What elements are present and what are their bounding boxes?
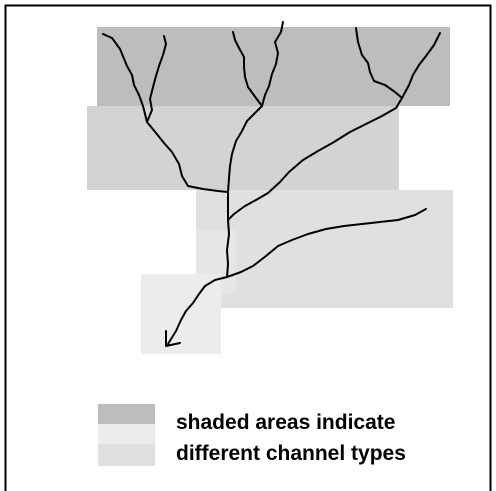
legend-text-line-1: shaded areas indicate [176,411,396,434]
legend-swatch-medium [98,444,155,466]
zone-lower-channel [141,274,221,354]
stream-trunk [226,191,230,278]
stream-network [102,21,441,347]
arrowhead-icon [165,330,181,347]
stream-tributary [355,27,403,99]
stream-main-upper [146,121,229,193]
zone-upper-channel [87,106,399,190]
stream-tributary [226,208,427,278]
stream-tributary [232,31,263,107]
stream-main-center [227,105,263,193]
stream-tributary [401,32,441,99]
stream-tributary [102,33,148,123]
legend-text-line-2: different channel types [176,442,406,465]
stream-tributary [146,35,167,123]
stream-outflow [167,276,228,345]
legend-swatch-light [98,424,155,444]
diagram-frame [4,4,492,491]
zone-headwater [97,27,450,106]
stream-main-right [227,97,403,221]
stream-tributary [261,21,284,107]
legend-swatch-dark [98,404,155,424]
